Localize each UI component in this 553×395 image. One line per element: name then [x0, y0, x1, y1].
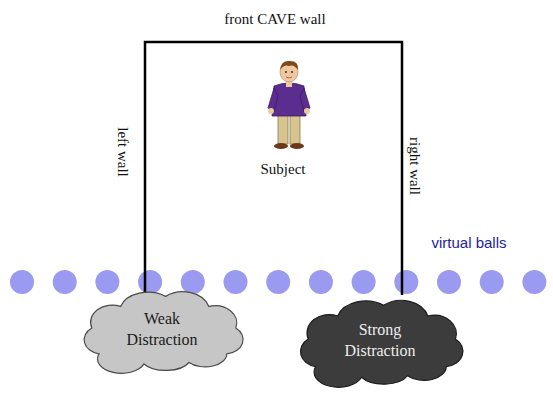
distraction-cloud: Strong Distraction: [288, 290, 472, 388]
cloud-shape: [72, 282, 252, 374]
virtual-ball: [266, 270, 290, 294]
ball-label: virtual balls: [431, 234, 506, 251]
cloud-outline: [300, 300, 462, 387]
virtual-ball: [394, 270, 418, 294]
cloud-label: Weak Distraction: [114, 309, 210, 351]
distraction-cloud: Weak Distraction: [72, 282, 252, 374]
virtual-ball: [480, 270, 504, 294]
virtual-ball: [309, 270, 333, 294]
virtual-ball: [352, 270, 376, 294]
virtual-ball: [95, 270, 119, 294]
wall-label: right wall: [405, 137, 422, 195]
virtual-ball: [53, 270, 77, 294]
cloud-outline: [84, 292, 243, 374]
virtual-ball: [138, 270, 162, 294]
virtual-ball: [224, 270, 248, 294]
subject-figure: [268, 61, 310, 149]
cave-walls: [145, 42, 402, 295]
wall-label: left wall: [113, 127, 130, 177]
subject-label: Subject: [261, 161, 306, 178]
virtual-ball: [437, 270, 461, 294]
virtual-ball: [522, 270, 546, 294]
virtual-ball: [181, 270, 205, 294]
virtual-ball: [10, 270, 34, 294]
cloud-shape: [288, 290, 472, 388]
wall-label: front CAVE wall: [224, 11, 325, 28]
virtual-ball-row: [10, 270, 546, 294]
cloud-label: Strong Distraction: [332, 320, 428, 362]
